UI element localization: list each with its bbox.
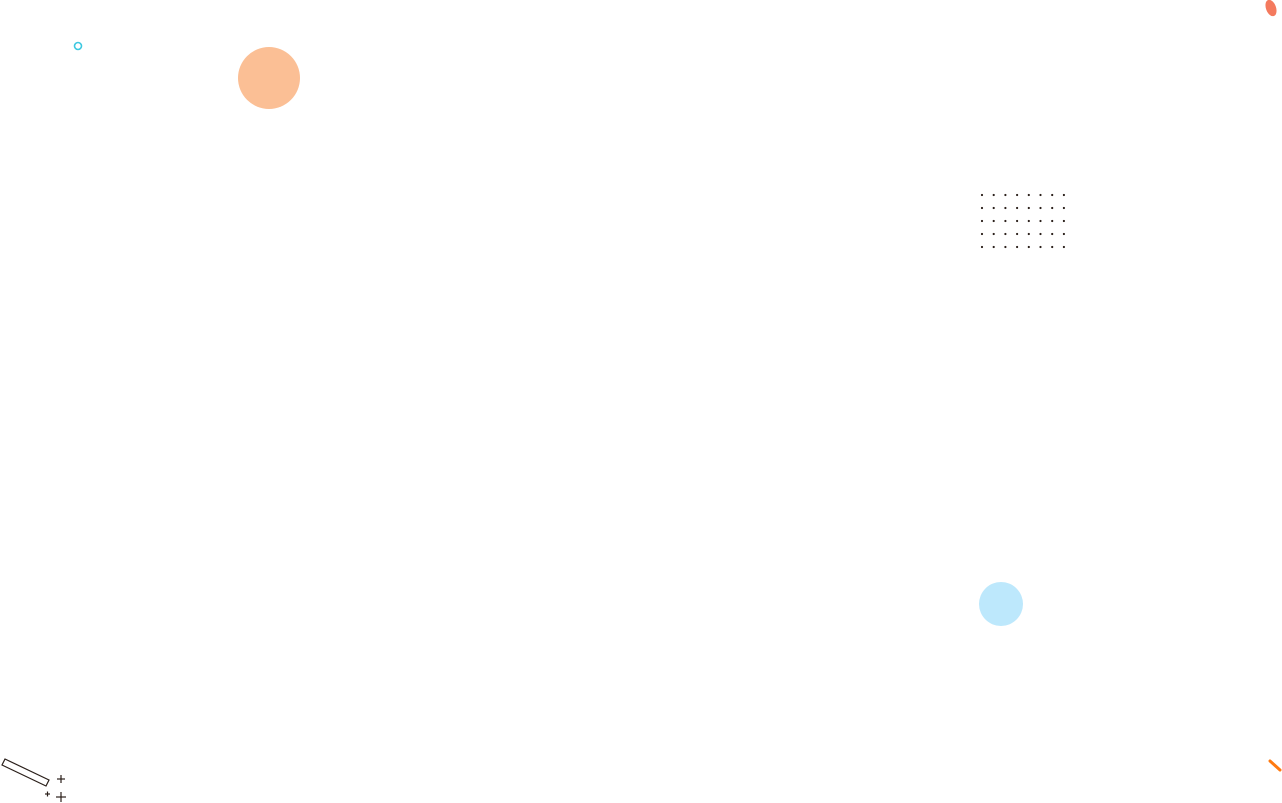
dot (1016, 193, 1019, 197)
peach-circle-icon (238, 47, 300, 109)
dot (1027, 193, 1030, 197)
dot (1039, 245, 1042, 249)
dot (980, 245, 984, 249)
dot-grid-icon (980, 193, 1065, 249)
dot (992, 245, 995, 249)
dot (1039, 193, 1042, 197)
dot (1062, 232, 1065, 236)
dot (1027, 206, 1030, 210)
dot (1051, 206, 1054, 210)
dot (1051, 219, 1054, 223)
dot (980, 206, 984, 210)
dot (1016, 206, 1019, 210)
dot (1004, 245, 1007, 249)
dot (1051, 245, 1054, 249)
coral-blob-icon (1265, 0, 1277, 17)
dot (1027, 232, 1030, 236)
dot (1027, 219, 1030, 223)
dot (1062, 193, 1065, 197)
pencil-icon (1, 758, 50, 787)
dot (1004, 206, 1007, 210)
dot (1039, 206, 1042, 210)
dot (1004, 232, 1007, 236)
dot (980, 232, 984, 236)
dot (980, 219, 984, 223)
dot (992, 232, 995, 236)
dot (1027, 245, 1030, 249)
cyan-ring-icon (73, 41, 83, 51)
dot (980, 193, 984, 197)
dot (1039, 232, 1042, 236)
dot (992, 219, 995, 223)
dot (1039, 219, 1042, 223)
dot (1004, 193, 1007, 197)
dot (1016, 245, 1019, 249)
dot (992, 206, 995, 210)
light-blue-circle-icon (979, 582, 1023, 626)
sparkle-icon (45, 775, 66, 802)
dot (992, 193, 995, 197)
dot (1004, 219, 1007, 223)
orange-dash-icon (1268, 759, 1282, 772)
dot (1051, 193, 1054, 197)
dot (1051, 232, 1054, 236)
dot (1062, 245, 1065, 249)
dot (1062, 206, 1065, 210)
dot (1062, 219, 1065, 223)
dot (1016, 232, 1019, 236)
dot (1016, 219, 1019, 223)
